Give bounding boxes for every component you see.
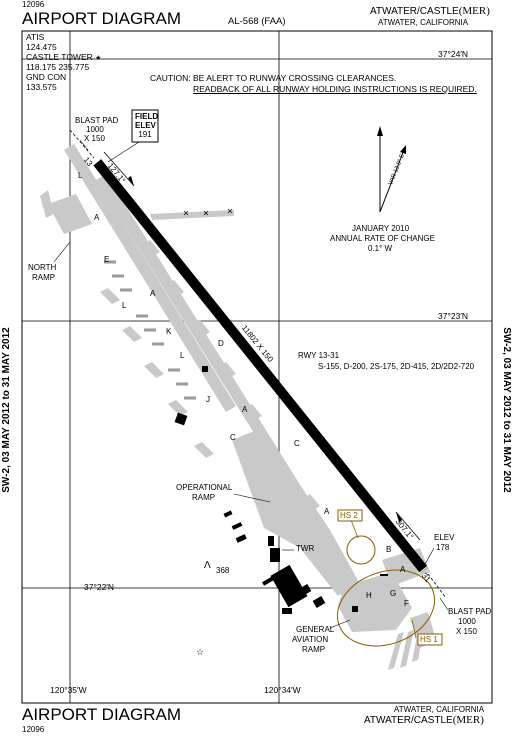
atis-frequency: 124.475	[26, 42, 57, 52]
taxiway-l-label-3: L	[180, 351, 185, 360]
effective-dates-right: SW-2, 03 MAY 2012 to 31 MAY 2012	[501, 327, 512, 493]
magnetic-date: JANUARY 2010	[352, 224, 410, 233]
procedure-id: AL-568 (FAA)	[228, 16, 286, 27]
blast-pad-nw-line2: 1000	[86, 125, 104, 134]
lat-top-label: 37°24′N	[438, 49, 469, 59]
north-ramp-label-2: RAMP	[32, 273, 56, 282]
operational-ramp-label-1: OPERATIONAL	[176, 483, 233, 492]
ga-ramp-label-3: RAMP	[302, 645, 326, 654]
taxiway-c-label-1: C	[230, 433, 236, 442]
footer-location: ATWATER, CALIFORNIA	[394, 705, 485, 714]
ga-ramp-label-1: GENERAL	[296, 625, 335, 634]
blast-pad-nw-line3: X 150	[84, 134, 105, 143]
runway-13-31	[93, 158, 428, 574]
caution-line-1: CAUTION: BE ALERT TO RUNWAY CROSSING CLE…	[150, 73, 397, 83]
taxiway-l-label-1: L	[78, 171, 83, 180]
magnetic-north-arrow	[379, 149, 405, 213]
taxiway-a-label-2: A	[150, 289, 156, 298]
taxiway-k-label: K	[166, 327, 172, 336]
threshold-31	[417, 564, 430, 575]
caution-line-2: READBACK OF ALL RUNWAY HOLDING INSTRUCTI…	[193, 84, 477, 94]
beacon-symbol: ☆	[196, 647, 204, 657]
ground-label: GND CON	[26, 72, 67, 82]
atis-label: ATIS	[26, 32, 45, 42]
taxiway-a-label-1: A	[94, 213, 100, 222]
taxiway-f-label: F	[404, 599, 409, 608]
taxiway-j-label: J	[206, 395, 210, 404]
tower-label: CASTLE TOWER ★	[26, 52, 102, 62]
obstacle-icon: Λ	[204, 560, 211, 571]
ground-frequency: 133.575	[26, 82, 57, 92]
magnetic-rate-value: 0.1° W	[368, 244, 393, 253]
hangar-rows	[104, 260, 196, 400]
magnetic-rate-label: ANNUAL RATE OF CHANGE	[330, 234, 435, 243]
closed-taxiway-marks	[183, 208, 233, 216]
north-ramp-label-1: NORTH	[28, 263, 57, 272]
operational-ramp-label-2: RAMP	[192, 493, 216, 502]
map-frame	[21, 30, 493, 704]
taxiway-a-label-4: A	[324, 507, 330, 516]
lat-mid-label: 37°23′N	[438, 311, 469, 321]
doc-number-top: 12096	[22, 0, 45, 9]
field-elev-box	[131, 109, 159, 143]
elev-se-value: 178	[436, 543, 450, 552]
blast-pad-nw-marking	[69, 129, 95, 159]
taxiway-g-label: G	[390, 589, 397, 598]
hot-spot-2-circle	[346, 535, 376, 565]
heading-arrow-31	[395, 511, 421, 541]
field-elev-line2: ELEV	[135, 121, 156, 130]
ga-ramp-area	[338, 572, 412, 632]
taxiway-a-label-5: A	[400, 565, 406, 574]
threshold-13	[91, 156, 104, 167]
taxiway-a-label-3: A	[242, 405, 248, 414]
footer-airport-name: ATWATER/CASTLE(MER)	[364, 714, 484, 726]
taxiway-c-label-2: C	[294, 439, 300, 448]
blast-pad-se-line3: X 150	[456, 627, 477, 636]
operational-ramp-area	[232, 428, 330, 548]
airport-name-top: ATWATER/CASTLE(MER)	[370, 5, 490, 17]
taxiway-h-label: H	[366, 591, 372, 600]
airport-location-top: ATWATER, CALIFORNIA	[378, 18, 469, 27]
hot-spot-1-circle	[336, 569, 436, 647]
buildings	[174, 366, 388, 614]
hot-spot-2-label: HS 2	[340, 511, 358, 520]
tower-star-icon: ★	[95, 55, 102, 62]
tower-frequency: 118.175 235.775	[26, 62, 90, 72]
blast-pad-se-line1: BLAST PAD	[448, 607, 492, 616]
lat-low-label: 37°22′N	[84, 582, 115, 592]
blast-pad-se-line2: 1000	[458, 617, 476, 626]
ga-ramp-label-2: AVIATION	[292, 635, 329, 644]
taxiway-e-label: E	[104, 255, 110, 264]
footer-doc-number: 12096	[22, 725, 45, 734]
blast-pad-nw-line1: BLAST PAD	[75, 116, 119, 125]
blast-pad-se-marking	[427, 573, 447, 599]
field-elev-value: 191	[138, 130, 152, 139]
taxiway-l-label-2: L	[122, 301, 127, 310]
hot-spot-1-label: HS 1	[420, 635, 438, 644]
taxiway-l	[64, 144, 236, 412]
effective-dates-left: SW-2, 03 MAY 2012 to 31 MAY 2012	[1, 327, 12, 493]
obstacle-height: 368	[216, 566, 230, 575]
runway-strength: S-155, D-200, 2S-175, 2D-415, 2D/2D2-720	[318, 362, 475, 371]
taxiway-a1-label: A1	[414, 559, 424, 568]
taxiway-d-label: D	[218, 339, 224, 348]
field-elev-line1: FIELD	[135, 112, 159, 121]
lon-right-label: 120°34′W	[264, 685, 301, 695]
lon-left-label: 120°35′W	[50, 685, 87, 695]
tower-building-label: TWR	[296, 544, 315, 553]
elev-se-label: ELEV	[434, 533, 455, 542]
runway-label: RWY 13-31	[298, 351, 340, 360]
diagram-title: AIRPORT DIAGRAM	[22, 9, 182, 28]
pavement	[40, 144, 436, 670]
taxiway-b-label: B	[386, 545, 392, 554]
footer-title: AIRPORT DIAGRAM	[22, 705, 182, 724]
heading-arrow-13	[103, 151, 135, 187]
